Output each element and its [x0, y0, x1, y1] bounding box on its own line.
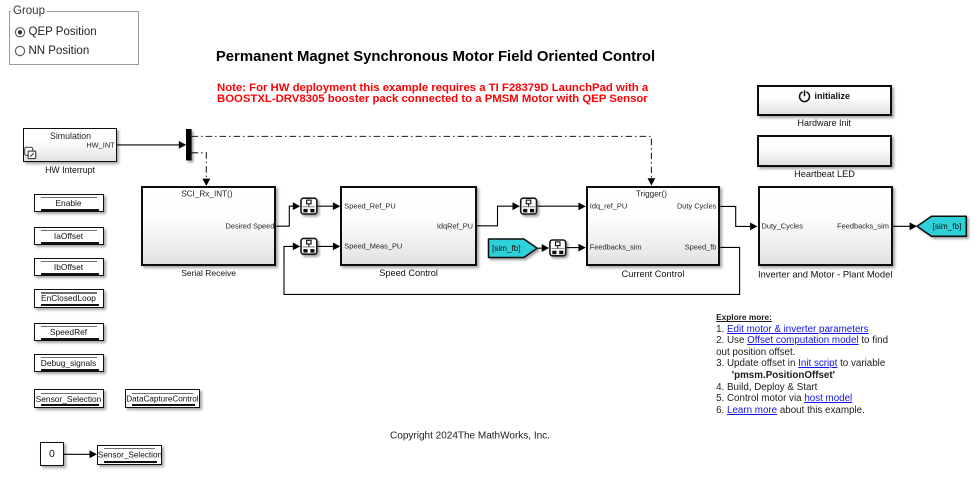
svg-text:[sim_fb]: [sim_fb] [933, 222, 962, 231]
svg-text:[sim_fb]: [sim_fb] [492, 244, 521, 253]
